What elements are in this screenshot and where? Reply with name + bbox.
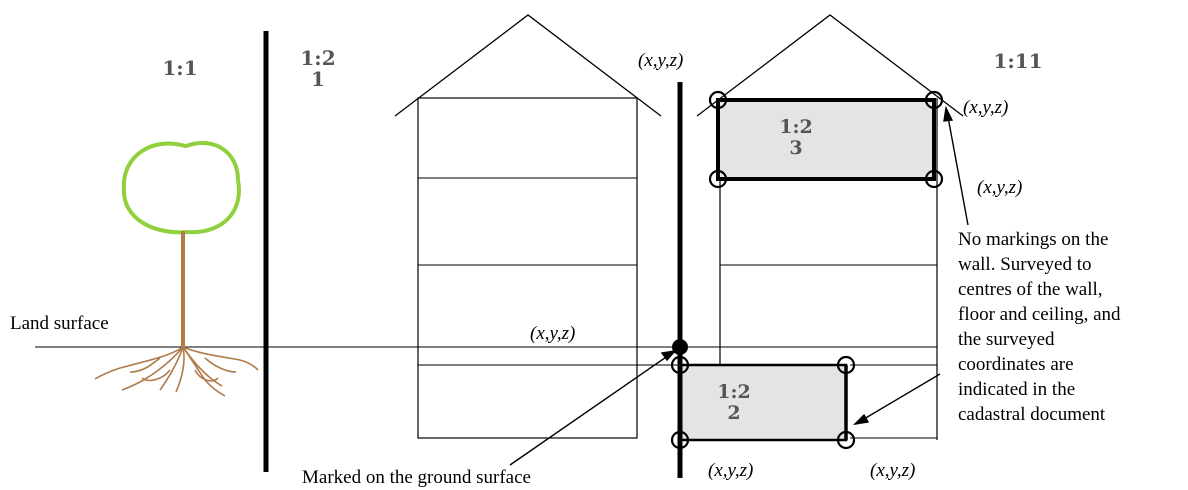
arrowhead <box>660 350 677 362</box>
survey-point <box>924 169 944 189</box>
note-line: floor and ceiling, and <box>958 304 1121 325</box>
tree-illustration <box>94 141 259 397</box>
tree-crown <box>121 141 241 235</box>
parcel-id-1-23-top: 1:2 <box>779 116 812 138</box>
coord-label-unit22-bottom-left: (x,y,z) <box>708 460 753 481</box>
note-line: coordinates are <box>958 354 1074 375</box>
note-line: the surveyed <box>958 329 1055 350</box>
note-line: indicated in the <box>958 379 1075 400</box>
note-line: cadastral document <box>958 404 1106 425</box>
arrow-marked-ground <box>509 352 673 466</box>
parcel-id-1-1: 1:1 <box>162 56 197 80</box>
left-building-walls <box>417 97 638 439</box>
ground-marker-dot <box>672 339 688 355</box>
left-building-roof <box>394 14 662 117</box>
parcel-id-1-22-top: 1:2 <box>717 381 750 403</box>
survey-note: No markings on the wall. Surveyed to cen… <box>958 229 1121 425</box>
annotation-arrows <box>509 105 969 466</box>
left-building <box>394 14 680 439</box>
coord-label-unit23-bottom-right: (x,y,z) <box>977 177 1022 198</box>
parcel-id-1-11: 1:11 <box>993 49 1042 73</box>
arrowhead <box>852 413 870 426</box>
survey-point <box>924 90 944 110</box>
note-line: centres of the wall, <box>958 279 1103 300</box>
coord-label-unit22-bottom-right: (x,y,z) <box>870 460 915 481</box>
marked-on-ground-label: Marked on the ground surface <box>302 467 531 488</box>
survey-point <box>708 90 728 110</box>
arrow-unit-1-22 <box>863 373 941 420</box>
parcel-id-1-21-bottom: 1 <box>311 67 325 91</box>
tree-roots <box>94 346 259 397</box>
coord-label-ground-marker: (x,y,z) <box>530 323 575 344</box>
parcel-id-1-22-bottom: 2 <box>727 402 740 424</box>
coord-label-unit23-top-right: (x,y,z) <box>963 97 1008 118</box>
coord-label-top-boundary: (x,y,z) <box>638 50 683 71</box>
survey-points <box>670 90 944 450</box>
survey-point <box>836 430 856 450</box>
parcel-id-1-21-top: 1:2 <box>300 46 335 70</box>
survey-point <box>708 169 728 189</box>
right-building-roof <box>696 14 964 117</box>
survey-point <box>836 355 856 375</box>
note-line: wall. Surveyed to <box>958 254 1092 275</box>
arrow-wall-center <box>947 116 969 226</box>
unit-1-23 <box>716 98 936 181</box>
arrowhead <box>943 105 954 122</box>
survey-point <box>670 355 690 375</box>
note-line: No markings on the <box>958 229 1108 250</box>
parcel-id-1-23-bottom: 3 <box>789 137 802 159</box>
land-surface-label: Land surface <box>10 313 109 334</box>
right-building <box>696 14 964 440</box>
survey-point <box>670 430 690 450</box>
unit-1-22 <box>678 363 848 442</box>
